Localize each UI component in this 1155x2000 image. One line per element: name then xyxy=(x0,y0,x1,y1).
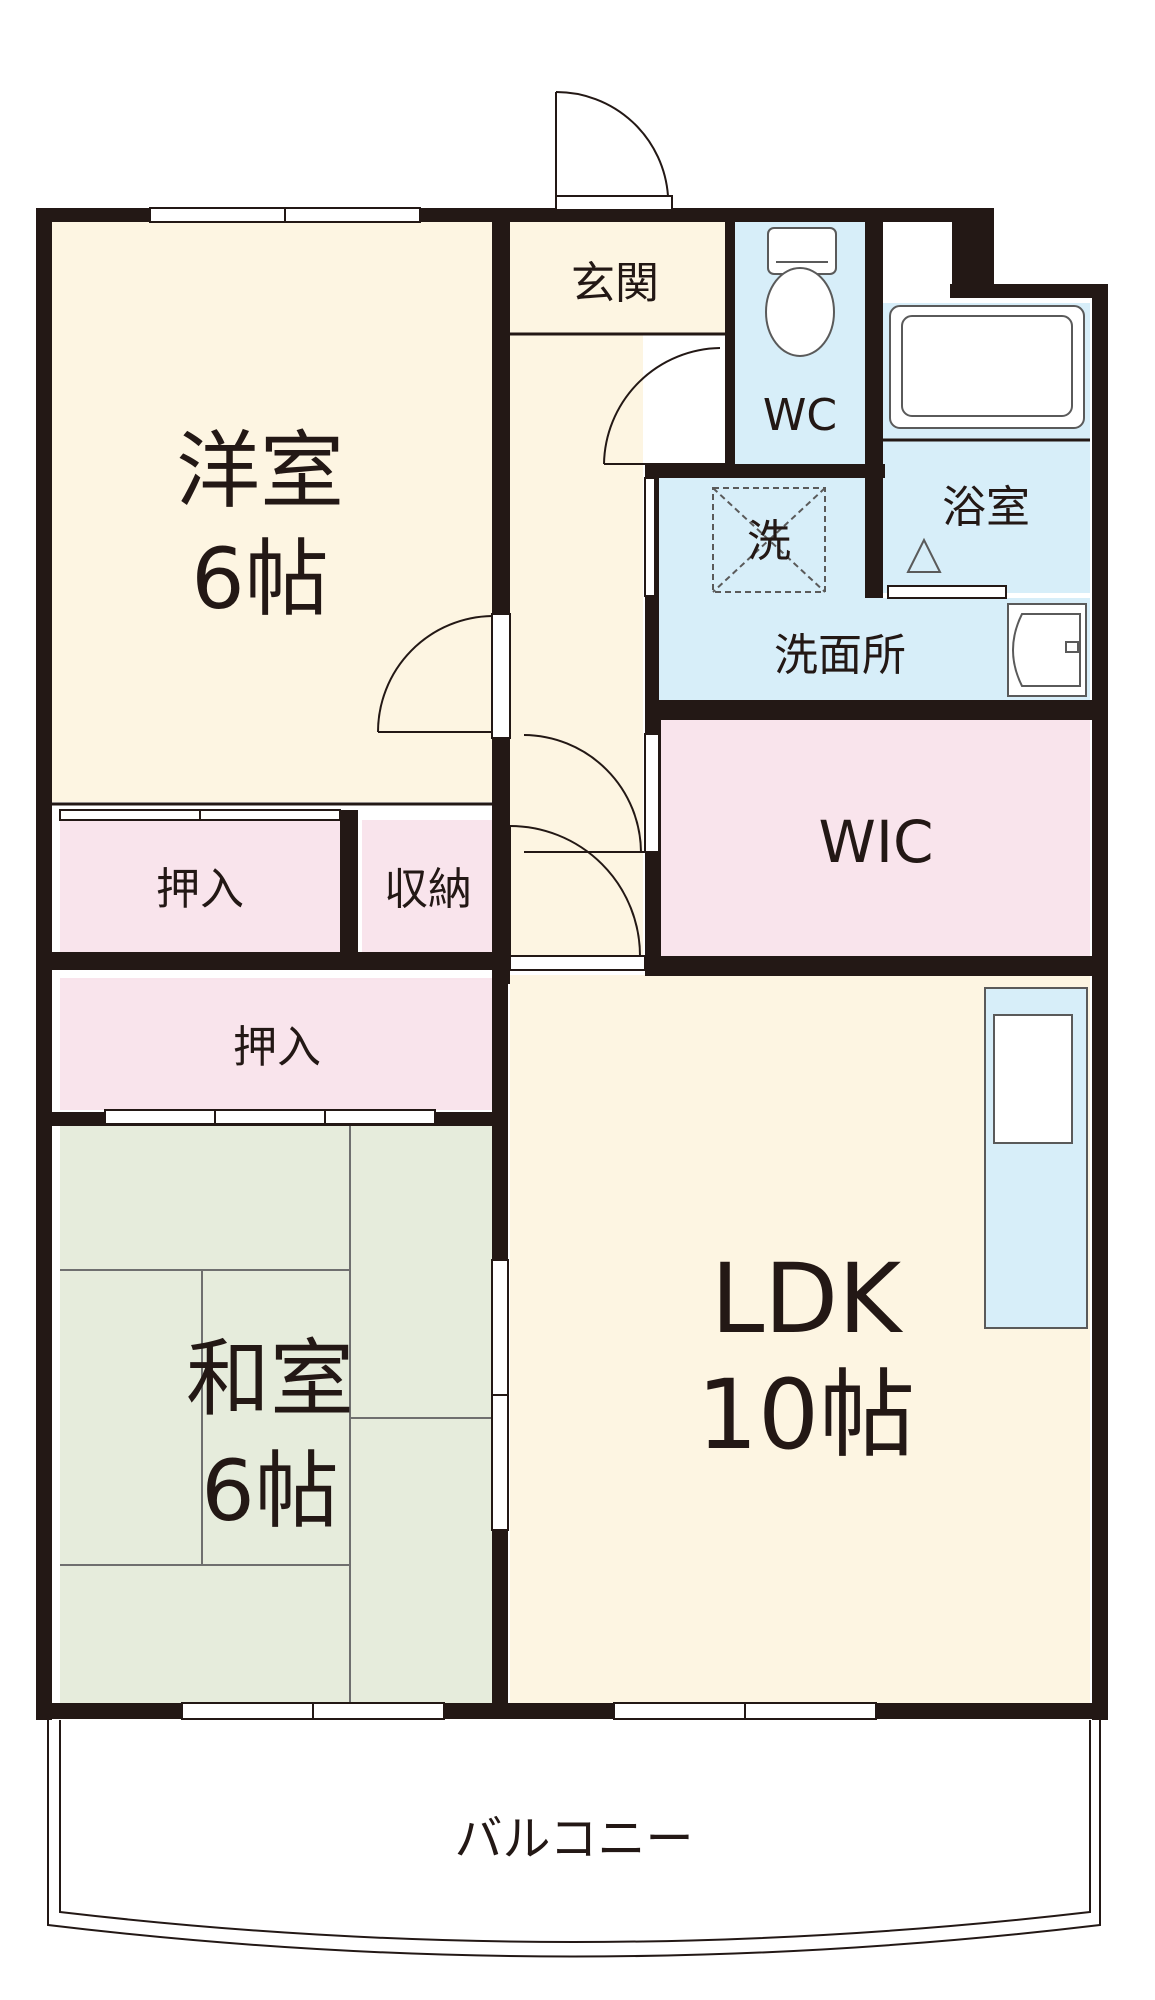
hallway-floor xyxy=(510,334,643,966)
doors xyxy=(377,90,1007,971)
kitchen-sink-icon xyxy=(993,1014,1073,1144)
windows xyxy=(104,207,877,1720)
washroom-label: 洗面所 xyxy=(774,630,906,681)
closet-lower-label: 押入 xyxy=(233,1022,321,1073)
japanese-room-floor xyxy=(60,1125,494,1703)
wic-label: WIC xyxy=(819,808,934,876)
western-room-name: 洋室 xyxy=(176,422,344,520)
ldk-name: LDK xyxy=(711,1243,903,1355)
western-room-floor xyxy=(48,222,495,802)
tatami-mat-lines xyxy=(60,1125,494,1703)
storage-floor xyxy=(362,820,494,952)
japanese-room-size: 6帖 xyxy=(201,1442,338,1540)
ldk-size: 10帖 xyxy=(697,1359,915,1471)
fixtures xyxy=(712,227,1088,1329)
closet-doors xyxy=(59,809,341,821)
western-room-size: 6帖 xyxy=(191,530,328,628)
entrance-label: 玄関 xyxy=(571,258,659,309)
closet-upper-floor xyxy=(60,820,342,952)
wc-label: WC xyxy=(763,390,837,441)
toilet-bowl-icon xyxy=(765,267,835,357)
laundry-pan-icon xyxy=(712,487,826,593)
closet-lower-floor xyxy=(60,978,494,1110)
entrance-floor xyxy=(510,222,725,334)
japanese-room-name: 和室 xyxy=(186,1330,354,1428)
laundry-label: 洗 xyxy=(747,516,791,567)
wic-floor xyxy=(660,720,1090,956)
thin-dividers xyxy=(48,332,1090,806)
balcony-outline xyxy=(47,1720,1101,1958)
closet-upper-label: 押入 xyxy=(156,864,244,915)
balcony-label: バルコニー xyxy=(454,1811,693,1867)
storage-label: 収納 xyxy=(384,864,472,915)
bath-label: 浴室 xyxy=(942,482,1030,533)
